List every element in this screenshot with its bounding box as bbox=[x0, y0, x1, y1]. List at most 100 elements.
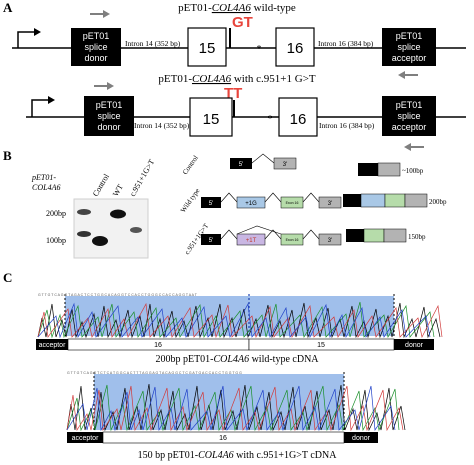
wt-track-acceptor-label: acceptor bbox=[39, 342, 67, 349]
splice-site-wt: GT bbox=[232, 14, 253, 31]
acceptor-label-1c: acceptor bbox=[392, 53, 427, 63]
wt-track-acceptor bbox=[36, 339, 68, 350]
size-label-100: 100bp bbox=[46, 236, 66, 245]
row1-exon-3 bbox=[273, 157, 297, 170]
acceptor-label-2c: acceptor bbox=[392, 122, 427, 132]
exon16-box-2 bbox=[278, 97, 318, 137]
lane-label-mut: c.951+1G>T bbox=[128, 158, 156, 198]
wt-track-exon16-label: 16 bbox=[154, 342, 162, 349]
row2-exon16-label: Exon 16 bbox=[286, 201, 299, 205]
row2-exon3-label: 3' bbox=[328, 201, 332, 207]
product2-exon15 bbox=[360, 193, 386, 208]
row-label-control: Control bbox=[181, 154, 200, 176]
row1-splice-arc bbox=[251, 153, 275, 164]
intron16-label-2: Intron 16 (384 bp) bbox=[319, 121, 375, 130]
splice-donor-box-2 bbox=[84, 96, 134, 136]
gel-title-2: COL4A6 bbox=[32, 183, 60, 192]
band-mut bbox=[130, 227, 142, 233]
row3-skip-arc bbox=[236, 225, 282, 235]
asterisk-2: * bbox=[268, 114, 273, 125]
acceptor-label-1b: splice bbox=[397, 42, 420, 52]
product2-black bbox=[343, 194, 361, 207]
row3-exon-15 bbox=[236, 233, 266, 246]
acceptor-label-1a: pET01 bbox=[396, 31, 423, 41]
primer-arrow-forward-2 bbox=[94, 82, 114, 90]
row3-exon5-label: 5' bbox=[209, 238, 213, 244]
acceptor-label-2a: pET01 bbox=[396, 100, 423, 110]
row2-splice-arc-1 bbox=[220, 192, 238, 203]
ladder-band-100 bbox=[77, 231, 91, 237]
primer-arrow-forward-1 bbox=[90, 10, 110, 18]
row-label-wt: Wild type bbox=[179, 187, 201, 214]
svg-text:G T T G T C A G G T C T C A T: G T T G T C A G G T C T C A T G G C A C … bbox=[67, 371, 242, 375]
wt-track-exon15-label: 15 bbox=[317, 342, 325, 349]
row3-exon-5 bbox=[201, 234, 221, 245]
mut-track-acceptor bbox=[67, 432, 103, 443]
exon16-label-1: 16 bbox=[287, 40, 304, 57]
band-wt bbox=[110, 209, 126, 219]
row2-splice-arc-2 bbox=[264, 192, 282, 203]
product2-grey bbox=[404, 193, 428, 208]
row3-exon3-label: 3' bbox=[328, 238, 332, 244]
promoter-arrow-2 bbox=[31, 99, 48, 117]
product2-size: 200bp bbox=[429, 198, 447, 206]
ladder-band-200 bbox=[77, 209, 91, 215]
row3-exon15-label: +1T bbox=[246, 238, 257, 244]
exon16-box-1 bbox=[275, 27, 315, 67]
svg-text:G T T G T C A G G T A G A C T: G T T G T C A G G T A G A C T C C T G G … bbox=[38, 293, 198, 297]
product3-grey bbox=[383, 228, 407, 243]
product3-black bbox=[346, 229, 364, 242]
product1-black bbox=[358, 163, 378, 176]
splice-acceptor-box-1 bbox=[382, 28, 436, 66]
row2-exon-16 bbox=[280, 196, 304, 209]
exon15-box-2 bbox=[189, 97, 233, 137]
row1-exon5-label: 5' bbox=[239, 162, 243, 168]
chromatogram-mut: G T T G T C A G G T C T C A T G G C A C … bbox=[66, 371, 406, 432]
chromatogram-wt: G T T G T C A G G T A G A C T C C T G G … bbox=[37, 293, 443, 339]
promoter-arrow-1 bbox=[17, 31, 34, 48]
product1-grey bbox=[377, 162, 401, 177]
row1-exon3-label: 3' bbox=[283, 162, 287, 168]
exon15-box-1 bbox=[187, 27, 227, 67]
acceptor-label-2b: splice bbox=[397, 111, 420, 121]
panel-label-a: A bbox=[3, 0, 13, 15]
construct-wt-title: pET01-COL4A6 wild-type bbox=[178, 2, 296, 14]
panel-label-b: B bbox=[3, 148, 12, 163]
panel-label-c: C bbox=[3, 270, 12, 285]
product2-exon16 bbox=[384, 193, 406, 208]
asterisk-1: * bbox=[257, 44, 262, 55]
exon16-label-2: 16 bbox=[290, 111, 307, 128]
intron16-label-1: Intron 16 (384 bp) bbox=[318, 39, 374, 48]
wt-caption: 200bp pET01-COL4A6 wild-type cDNA bbox=[155, 354, 319, 365]
donor-label-1a: pET01 bbox=[83, 31, 110, 41]
row2-exon-15 bbox=[236, 196, 266, 209]
row3-exon16-label: Exon 16 bbox=[286, 238, 299, 242]
row2-exon15-label: +1G bbox=[245, 201, 257, 207]
row3-splice-arc-1 bbox=[220, 229, 238, 240]
row2-exon-5 bbox=[201, 197, 221, 208]
donor-label-1c: donor bbox=[84, 53, 107, 63]
row3-splice-arc-2 bbox=[264, 229, 282, 240]
construct-mut-title: pET01-COL4A6 with c.951+1 G>T bbox=[158, 73, 316, 85]
intron14-label-1: Intron 14 (352 bp) bbox=[125, 39, 181, 48]
primer-arrow-reverse-1 bbox=[398, 71, 418, 79]
splice-donor-box-1 bbox=[71, 28, 121, 66]
wt-track-donor-label: donor bbox=[405, 342, 424, 349]
gel-title-1: pET01- bbox=[31, 173, 56, 182]
mut-caption: 150 bp pET01-COL4A6 with c.951+1G>T cDNA bbox=[138, 450, 338, 461]
row3-exon-3 bbox=[318, 233, 342, 246]
product3-exon16 bbox=[363, 228, 385, 243]
mut-track-donor-label: donor bbox=[352, 435, 371, 442]
splice-acceptor-box-2 bbox=[382, 96, 436, 136]
wt-track-donor bbox=[394, 339, 434, 350]
donor-label-2c: donor bbox=[97, 122, 120, 132]
size-label-200: 200bp bbox=[46, 209, 66, 218]
intron14-label-2: Intron 14 (352 bp) bbox=[134, 121, 190, 130]
row2-splice-arc-3 bbox=[302, 192, 320, 203]
row1-exon-5 bbox=[230, 158, 252, 169]
mut-track-donor bbox=[344, 432, 378, 443]
product3-size: 150bp bbox=[408, 233, 426, 241]
primer-arrow-reverse-2 bbox=[404, 143, 424, 151]
row3-splice-arc-3 bbox=[302, 229, 320, 240]
